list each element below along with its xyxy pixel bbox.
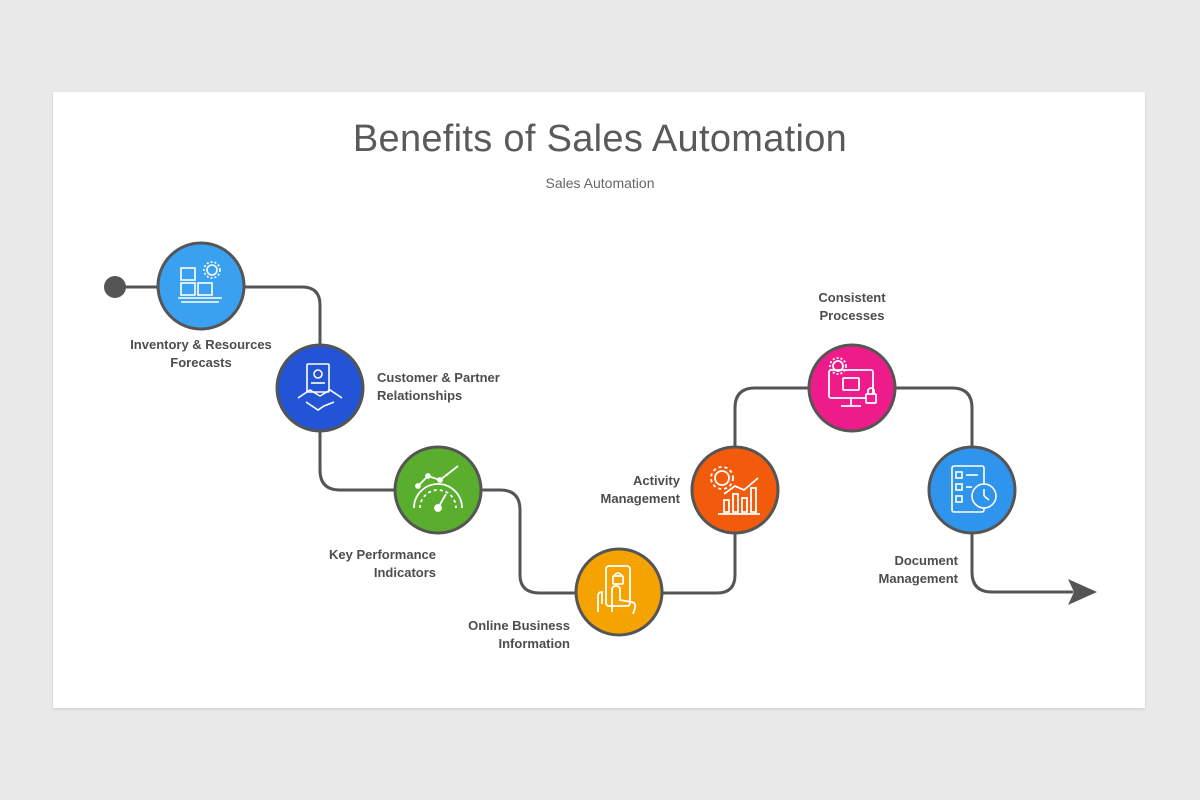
warehouse-gear-icon xyxy=(178,261,222,303)
step-label-consistent: Consistent Processes xyxy=(818,290,886,323)
step-node-activity xyxy=(690,445,780,535)
step-node-kpi xyxy=(393,445,483,535)
step-label-online-business: Online Business Information xyxy=(468,618,570,651)
phone-tap-icon xyxy=(597,565,637,615)
connector-path xyxy=(113,285,1074,595)
step-label-customer-partner: Customer & Partner Relationships xyxy=(377,370,500,403)
monitor-gear-lock-icon xyxy=(828,357,877,407)
step-node-inventory xyxy=(156,241,246,331)
step-label-document: Document Management xyxy=(878,553,958,586)
step-node-consistent xyxy=(807,343,897,433)
step-node-customer-partner xyxy=(275,343,365,433)
page-title: Benefits of Sales Automation xyxy=(352,118,848,160)
gauge-chart-icon xyxy=(413,465,463,512)
end-arrowhead xyxy=(1068,579,1097,605)
start-dot xyxy=(104,276,126,298)
checklist-clock-icon xyxy=(951,465,997,513)
node-circle xyxy=(156,241,246,331)
step-label-inventory: Inventory & Resources Forecasts xyxy=(130,337,272,370)
page-subtitle: Sales Automation xyxy=(545,175,655,191)
gear-bar-chart-icon xyxy=(710,466,760,515)
step-node-document xyxy=(927,445,1017,535)
handshake-document-icon xyxy=(297,363,343,411)
step-label-activity: Activity Management xyxy=(600,473,680,506)
step-label-kpi: Key Performance Indicators xyxy=(329,547,436,580)
step-node-online-business xyxy=(574,547,664,637)
